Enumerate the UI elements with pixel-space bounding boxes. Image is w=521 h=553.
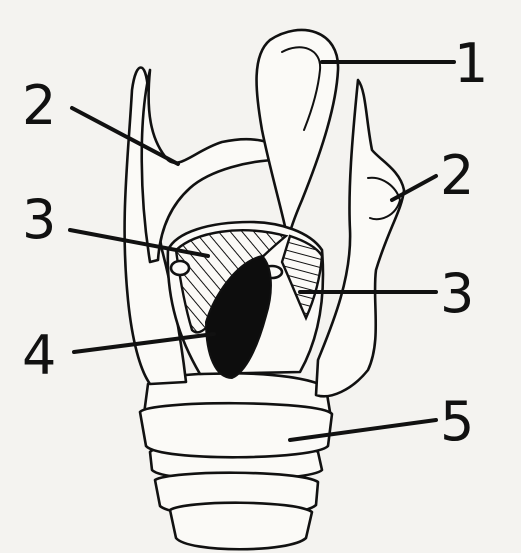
label-5: 5 [440, 390, 474, 453]
label-2-right: 2 [440, 144, 474, 207]
label-1: 1 [454, 32, 488, 95]
label-3-right: 3 [440, 262, 474, 325]
arytenoid-bump-left [171, 261, 189, 275]
label-4: 4 [22, 324, 56, 387]
label-3-left: 3 [22, 188, 56, 251]
leader-2-left [72, 108, 178, 164]
label-2-left: 2 [22, 74, 56, 137]
trachea [140, 373, 332, 549]
